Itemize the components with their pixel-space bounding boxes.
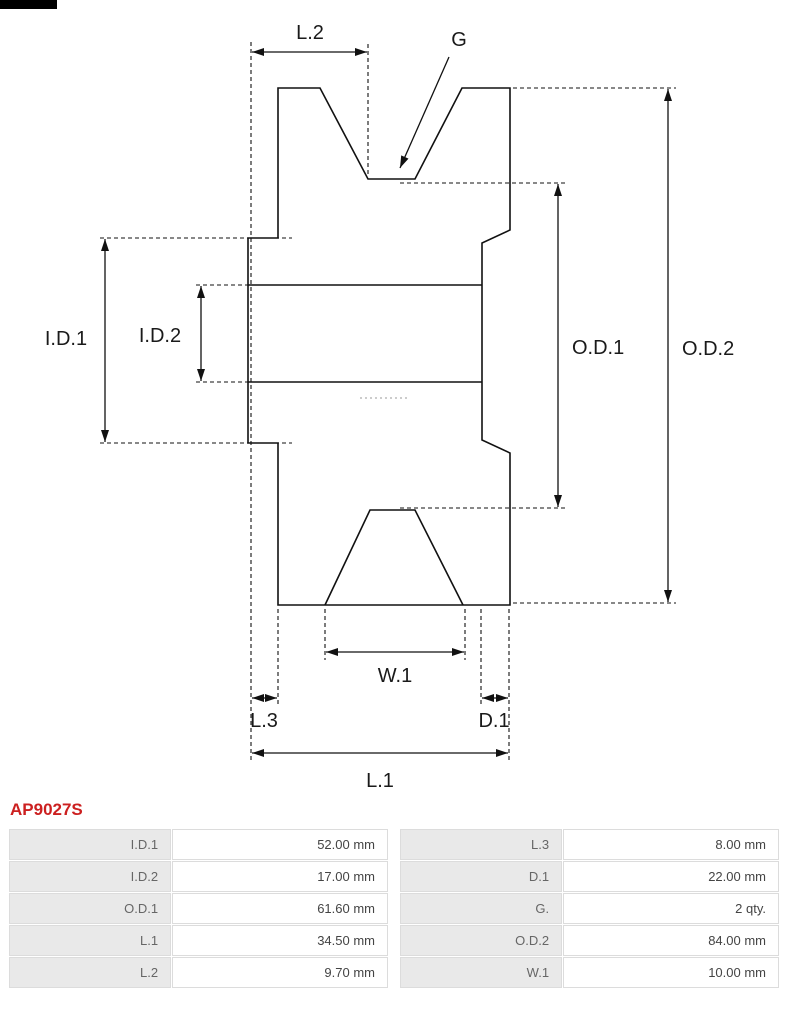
extension-lines <box>100 42 676 760</box>
spec-label-cell: L.2 <box>9 957 172 988</box>
table-row: O.D.1 61.60 mm <box>9 893 388 924</box>
table-row: I.D.1 52.00 mm <box>9 829 388 860</box>
label-l2: L.2 <box>296 22 324 44</box>
spec-label-cell: L.1 <box>9 925 172 956</box>
pulley-groove-lower <box>324 509 464 606</box>
pulley-outline <box>247 87 511 606</box>
spec-value-cell: 2 qty. <box>563 893 779 924</box>
table-row: G. 2 qty. <box>400 893 779 924</box>
spec-value-cell: 10.00 mm <box>563 957 779 988</box>
label-w1: W.1 <box>378 665 412 687</box>
spec-label-cell: W.1 <box>400 957 563 988</box>
pulley-technical-drawing: L.2 G I.D.1 I.D.2 O.D.1 O.D.2 W.1 L.3 D.… <box>45 22 734 792</box>
label-od1: O.D.1 <box>572 337 624 359</box>
spec-label-cell: O.D.2 <box>400 925 563 956</box>
spec-value-cell: 84.00 mm <box>563 925 779 956</box>
spec-value-cell: 8.00 mm <box>563 829 779 860</box>
spec-value-cell: 9.70 mm <box>172 957 388 988</box>
spec-table-right: L.3 8.00 mm D.1 22.00 mm G. 2 qty. O.D.2… <box>399 828 780 989</box>
table-row: O.D.2 84.00 mm <box>400 925 779 956</box>
table-row: D.1 22.00 mm <box>400 861 779 892</box>
spec-label-cell: O.D.1 <box>9 893 172 924</box>
label-id2: I.D.2 <box>139 325 181 347</box>
table-row: L.1 34.50 mm <box>9 925 388 956</box>
label-l1: L.1 <box>366 770 394 792</box>
dimension-arrows <box>101 48 672 757</box>
spec-table-left: I.D.1 52.00 mm I.D.2 17.00 mm O.D.1 61.6… <box>8 828 389 989</box>
spec-label-cell: L.3 <box>400 829 563 860</box>
label-l3: L.3 <box>250 710 278 732</box>
spec-value-cell: 61.60 mm <box>172 893 388 924</box>
spec-label-cell: I.D.1 <box>9 829 172 860</box>
spec-value-cell: 22.00 mm <box>563 861 779 892</box>
table-row: I.D.2 17.00 mm <box>9 861 388 892</box>
cropped-logo-artifact <box>0 0 57 9</box>
spec-value-cell: 34.50 mm <box>172 925 388 956</box>
spec-label-cell: G. <box>400 893 563 924</box>
spec-tables: I.D.1 52.00 mm I.D.2 17.00 mm O.D.1 61.6… <box>0 828 788 989</box>
spec-value-cell: 17.00 mm <box>172 861 388 892</box>
spec-label-cell: D.1 <box>400 861 563 892</box>
table-row: W.1 10.00 mm <box>400 957 779 988</box>
table-row: L.3 8.00 mm <box>400 829 779 860</box>
spec-label-cell: I.D.2 <box>9 861 172 892</box>
leader-g <box>399 56 450 169</box>
spec-value-cell: 52.00 mm <box>172 829 388 860</box>
label-d1: D.1 <box>478 710 509 732</box>
label-od2: O.D.2 <box>682 338 734 360</box>
product-code: AP9027S <box>10 800 83 819</box>
pulley-bore-lines <box>248 284 482 383</box>
table-row: L.2 9.70 mm <box>9 957 388 988</box>
label-g: G <box>451 29 467 51</box>
label-id1: I.D.1 <box>45 328 87 350</box>
